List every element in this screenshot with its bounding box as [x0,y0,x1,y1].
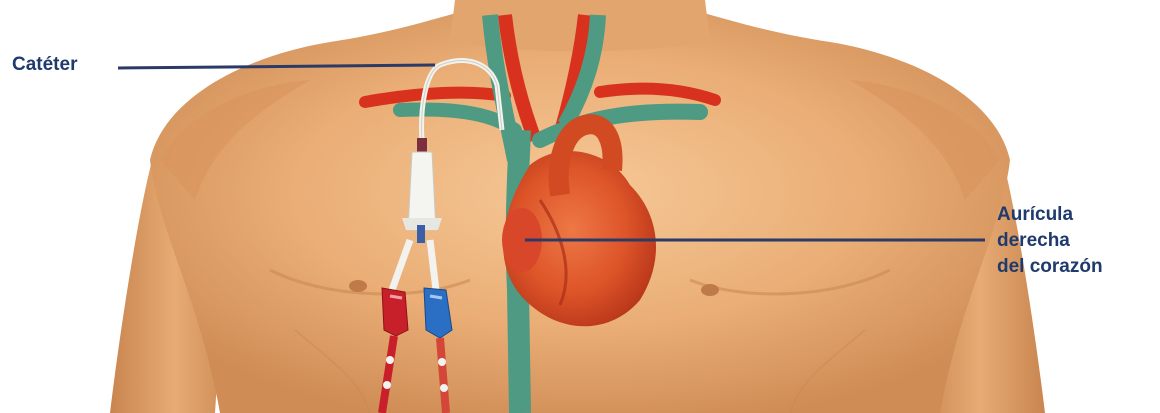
right-atrium-label-line-1: Aurícula [997,202,1103,228]
right-nipple [701,284,719,296]
left-nipple [349,280,367,292]
catheter-label: Catéter [12,54,77,77]
right-atrium-label: Aurícula derecha del corazón [997,202,1103,280]
red-clamp [382,288,408,336]
right-atrium-label-line-2: derecha [997,228,1103,254]
catheter-hub [417,138,427,152]
right-atrium-label-line-3: del corazón [997,254,1103,280]
